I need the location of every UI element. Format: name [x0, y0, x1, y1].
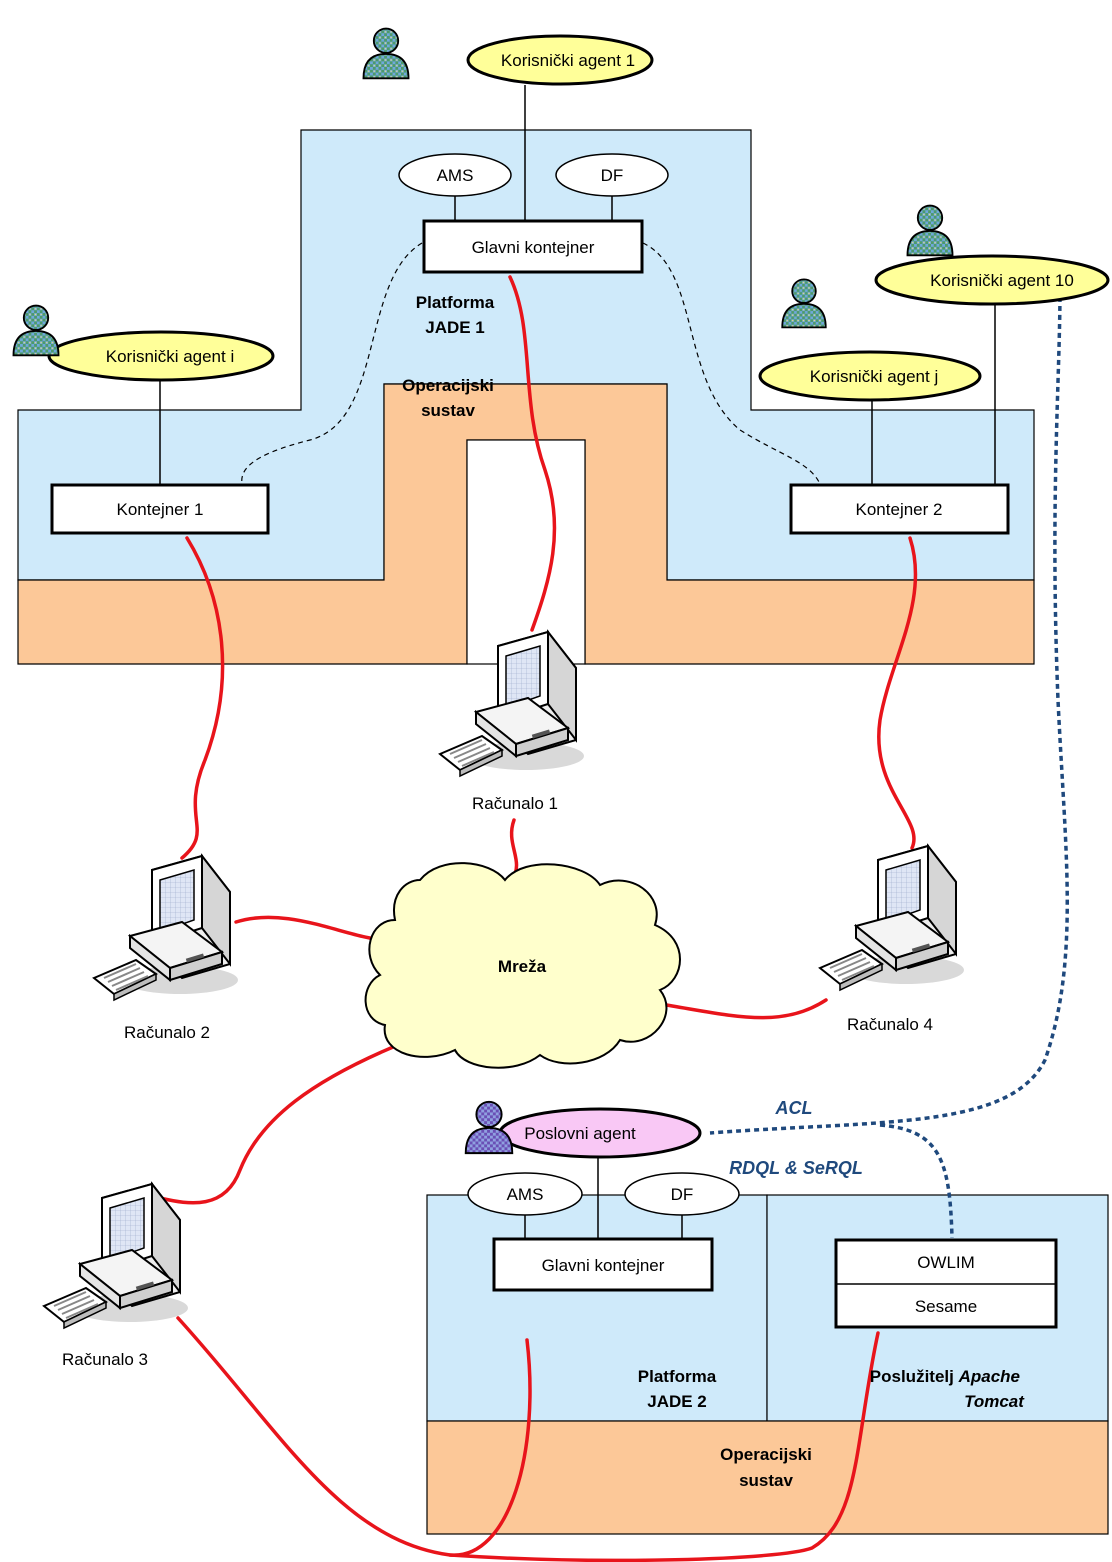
jade1-platform-label-2: JADE 1	[425, 318, 485, 337]
ams-service-top: AMS	[398, 153, 512, 197]
container-1: Kontejner 1	[50, 483, 270, 535]
user-agent-i-label: Korisnički agent i	[106, 347, 235, 366]
jade2-platform-label-2: JADE 2	[647, 1392, 707, 1411]
person-icon	[362, 27, 410, 80]
person-icon	[781, 278, 827, 329]
df-service-bottom: DF	[624, 1172, 740, 1216]
jade2-platform-area	[426, 1194, 768, 1422]
query-languages-label: RDQL & SeRQL	[729, 1158, 863, 1178]
container-2: Kontejner 2	[789, 483, 1010, 535]
network-label: Mreža	[498, 957, 547, 976]
svg-text:Kontejner 1: Kontejner 1	[117, 500, 204, 519]
desktop-computer-icon	[43, 1183, 189, 1329]
user-agent-i: Korisnički agent i	[12, 304, 275, 382]
owlim-label: OWLIM	[917, 1253, 975, 1272]
svg-text:Glavni kontejner: Glavni kontejner	[542, 1256, 665, 1275]
acl-label: ACL	[775, 1098, 813, 1118]
desktop-computer-icon	[819, 845, 965, 991]
jade2-platform-label: Platforma	[638, 1367, 717, 1386]
jade2-os-label: Operacijski	[720, 1445, 812, 1464]
tomcat-server-label: Poslužitelj Apache	[870, 1367, 1020, 1386]
desktop-computer-icon	[93, 855, 239, 1001]
jade2-os-area	[426, 1420, 1109, 1535]
jade2-os-label-2: sustav	[739, 1471, 793, 1490]
user-agent-1-label: Korisnički agent 1	[501, 51, 635, 70]
ams-service-bottom: AMS	[467, 1172, 583, 1216]
person-icon	[12, 304, 60, 357]
svg-text:DF: DF	[601, 166, 624, 185]
svg-text:AMS: AMS	[507, 1185, 544, 1204]
jade1-os-label-2: sustav	[421, 401, 475, 420]
user-agent-j-label: Korisnički agent j	[810, 367, 939, 386]
business-agent-label: Poslovni agent	[524, 1124, 636, 1143]
computer-4-label: Računalo 4	[847, 1015, 933, 1034]
sesame-label: Sesame	[915, 1297, 977, 1316]
svg-text:AMS: AMS	[437, 166, 474, 185]
owlim-sesame-stack: OWLIM Sesame	[834, 1238, 1058, 1329]
svg-text:DF: DF	[671, 1185, 694, 1204]
main-container-bottom: Glavni kontejner	[492, 1237, 714, 1292]
jade1-os-label: Operacijski	[402, 376, 494, 395]
user-agent-1: Korisnički agent 1	[362, 27, 654, 86]
business-agent: Poslovni agent	[464, 1100, 702, 1159]
tomcat-server-label-2: Tomcat	[964, 1392, 1025, 1411]
jade1-platform-label: Platforma	[416, 293, 495, 312]
computer-2-label: Računalo 2	[124, 1023, 210, 1042]
computer-3-label: Računalo 3	[62, 1350, 148, 1369]
user-agent-10: Korisnički agent 10	[874, 204, 1110, 306]
svg-text:Kontejner 2: Kontejner 2	[856, 500, 943, 519]
df-service-top: DF	[555, 153, 669, 197]
jade1-os-gap	[466, 439, 586, 665]
cloud-icon	[364, 862, 681, 1069]
main-container-top: Glavni kontejner	[422, 219, 644, 274]
svg-text:Glavni kontejner: Glavni kontejner	[472, 238, 595, 257]
computer-1-label: Računalo 1	[472, 794, 558, 813]
person-icon	[906, 204, 954, 257]
user-agent-j: Korisnički agent j	[758, 278, 982, 402]
user-agent-10-label: Korisnički agent 10	[930, 271, 1074, 290]
